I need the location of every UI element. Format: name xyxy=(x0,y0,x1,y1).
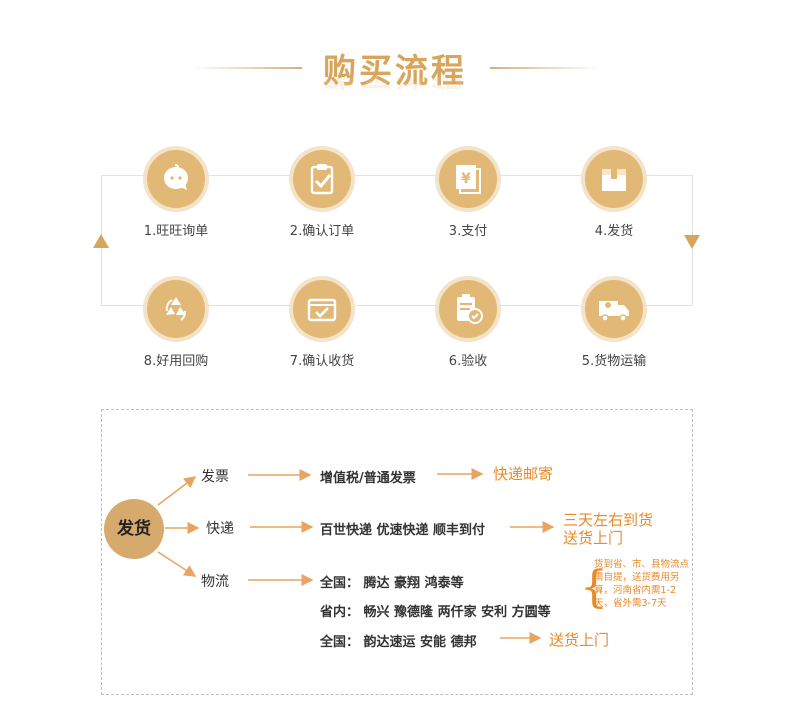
logistics-row-3-result: 送货上门 xyxy=(549,631,610,649)
logistics-row-3: 全国： 韵达速运 安能 德邦 xyxy=(320,635,477,650)
step-5: 5.货物运输 xyxy=(554,280,674,369)
title-divider-left xyxy=(190,67,302,69)
inspect-document-icon xyxy=(439,280,497,338)
logistics-row-1: 全国： 腾达 豪翔 鸿泰等 xyxy=(320,576,464,591)
step-2-label: 2.确认订单 xyxy=(289,224,355,239)
step-3-label: 3.支付 xyxy=(448,224,488,239)
truck-icon xyxy=(585,280,643,338)
shipping-hub: 发货 xyxy=(104,499,164,559)
arrow-up-icon xyxy=(93,234,109,248)
step-1-label: 1.旺旺询单 xyxy=(143,224,209,239)
step-6-label: 6.验收 xyxy=(448,354,488,369)
step-4-label: 4.发货 xyxy=(594,224,634,239)
svg-text:¥: ¥ xyxy=(461,171,471,187)
page-title: 购买流程 xyxy=(323,51,467,90)
invoice-result: 快递邮寄 xyxy=(493,465,554,483)
step-6: 6.验收 xyxy=(408,280,528,369)
express-result-line1: 三天左右到货 xyxy=(563,511,654,529)
brace-icon: { xyxy=(580,562,608,613)
receipt-check-icon xyxy=(293,280,351,338)
yen-payment-icon: ¥ xyxy=(439,150,497,208)
step-2: 2.确认订单 xyxy=(262,150,382,239)
step-5-label: 5.货物运输 xyxy=(581,354,647,369)
invoice-desc: 增值税/普通发票 xyxy=(320,471,416,486)
recycle-icon xyxy=(147,280,205,338)
clipboard-check-icon xyxy=(293,150,351,208)
step-4: 4.发货 xyxy=(554,150,674,239)
step-8: 8.好用回购 xyxy=(116,280,236,369)
step-7: 7.确认收货 xyxy=(262,280,382,369)
express-result-line2: 送货上门 xyxy=(563,529,624,547)
logistics-row-2: 省内： 畅兴 豫德隆 两仟家 安利 方圆等 xyxy=(320,605,551,620)
step-1: 1.旺旺询单 xyxy=(116,150,236,239)
title-divider-right xyxy=(490,67,602,69)
logistics-note: 货到省、市、县物流点需自提，送货费用另算，河南省内需1-2天，省外需3-7天 xyxy=(594,559,690,609)
step-3: ¥ 3.支付 xyxy=(408,150,528,239)
express-desc: 百世快递 优速快递 顺丰到付 xyxy=(320,523,486,538)
section-title: 购买流程 购买流程 xyxy=(0,38,790,108)
flow-loop-frame-bottom xyxy=(101,305,692,306)
step-7-label: 7.确认收货 xyxy=(289,354,355,369)
step-8-label: 8.好用回购 xyxy=(143,354,209,369)
arrow-down-icon xyxy=(684,235,700,249)
logistics-node: 物流 xyxy=(201,574,229,590)
express-node: 快递 xyxy=(206,521,234,537)
chat-icon xyxy=(147,150,205,208)
package-icon xyxy=(585,150,643,208)
invoice-node: 发票 xyxy=(201,469,229,485)
shipping-info-box xyxy=(101,409,693,695)
